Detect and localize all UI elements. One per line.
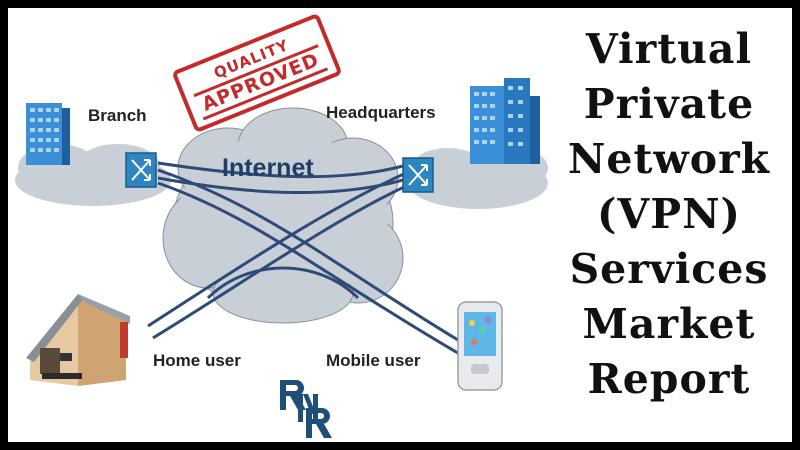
tunnel-hq-home-2 [152, 184, 407, 340]
title-line: Private [583, 80, 755, 128]
headquarters-router-icon [402, 157, 434, 193]
home-user-label: Home user [153, 351, 241, 370]
report-title: Virtual Private Network (VPN) Services M… [548, 22, 790, 407]
branch-label: Branch [88, 106, 147, 125]
home-house-icon [26, 294, 130, 386]
title-line: (VPN) [597, 190, 741, 238]
title-line: Services [569, 245, 769, 293]
branch-building-icon [26, 103, 70, 165]
vpn-tunnels [147, 161, 464, 358]
headquarters-label: Headquarters [326, 103, 436, 122]
title-line: Virtual [585, 25, 753, 73]
canvas: QUALITY APPROVED Branch Headquarters Hom… [8, 8, 792, 442]
tunnel-branch-hq-1 [157, 161, 404, 179]
branch-router-icon [125, 152, 157, 188]
mobile-user-label: Mobile user [326, 351, 421, 370]
tunnel-hq-home-1 [147, 171, 407, 328]
title-line: Network [567, 135, 771, 183]
title-line: Market [582, 300, 756, 348]
tunnel-branch-mobile-2 [157, 181, 464, 358]
internet-label: Internet [222, 154, 314, 182]
rnr-logo [280, 380, 332, 438]
network-diagram [15, 78, 548, 391]
mobile-phone-icon [457, 301, 503, 391]
tunnel-home-mobile [206, 266, 360, 300]
headquarters-building-icon [470, 78, 540, 164]
title-line: Report [587, 355, 751, 403]
